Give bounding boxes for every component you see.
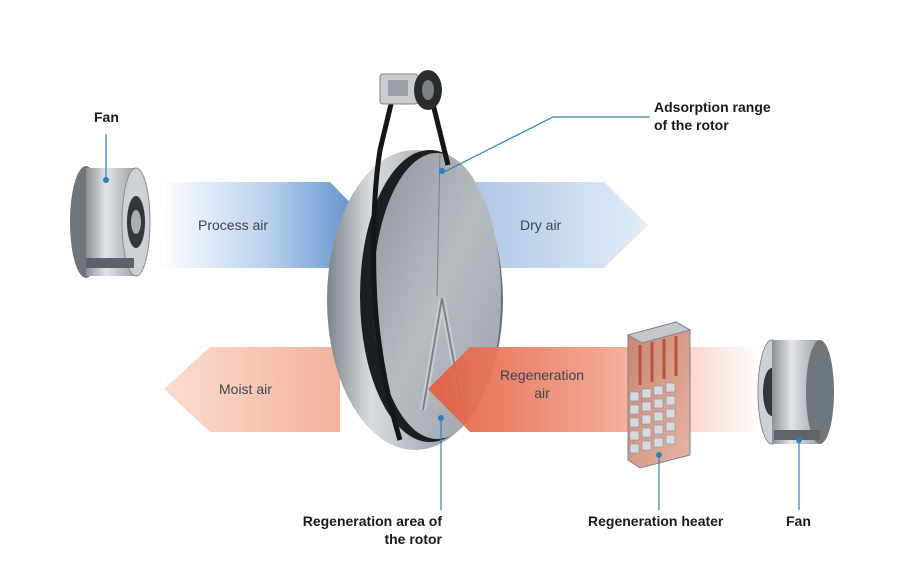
dry-air-label: Dry air	[520, 217, 562, 233]
fan-icon	[70, 166, 151, 278]
fan-icon	[757, 339, 834, 445]
drive-motor-icon	[379, 70, 442, 110]
regeneration-air-line1: Regeneration	[499, 367, 585, 383]
regeneration-area-label: Regeneration area of the rotor	[280, 512, 442, 548]
callout-lines	[105, 116, 800, 510]
regeneration-heater-label: Regeneration heater	[588, 513, 724, 529]
process-air-arrow	[160, 182, 372, 268]
regeneration-air-line2: air	[534, 385, 550, 401]
moist-air-label: Moist air	[219, 381, 272, 397]
heater-icon	[626, 321, 692, 469]
process-air-label: Process air	[198, 217, 269, 233]
regeneration-area-line1: Regeneration area of	[302, 513, 442, 529]
adsorption-range-label: Adsorption range of the rotor	[654, 98, 771, 134]
fan-right-label: Fan	[786, 513, 811, 529]
fan-left-label: Fan	[94, 109, 119, 125]
adsorption-range-line1: Adsorption range	[654, 99, 771, 115]
adsorption-range-line2: of the rotor	[654, 117, 729, 133]
dry-air-arrow	[470, 182, 648, 268]
regeneration-area-line2: the rotor	[384, 531, 442, 547]
moist-air-arrow	[164, 347, 340, 432]
regeneration-air-label: Regeneration air	[488, 366, 596, 402]
